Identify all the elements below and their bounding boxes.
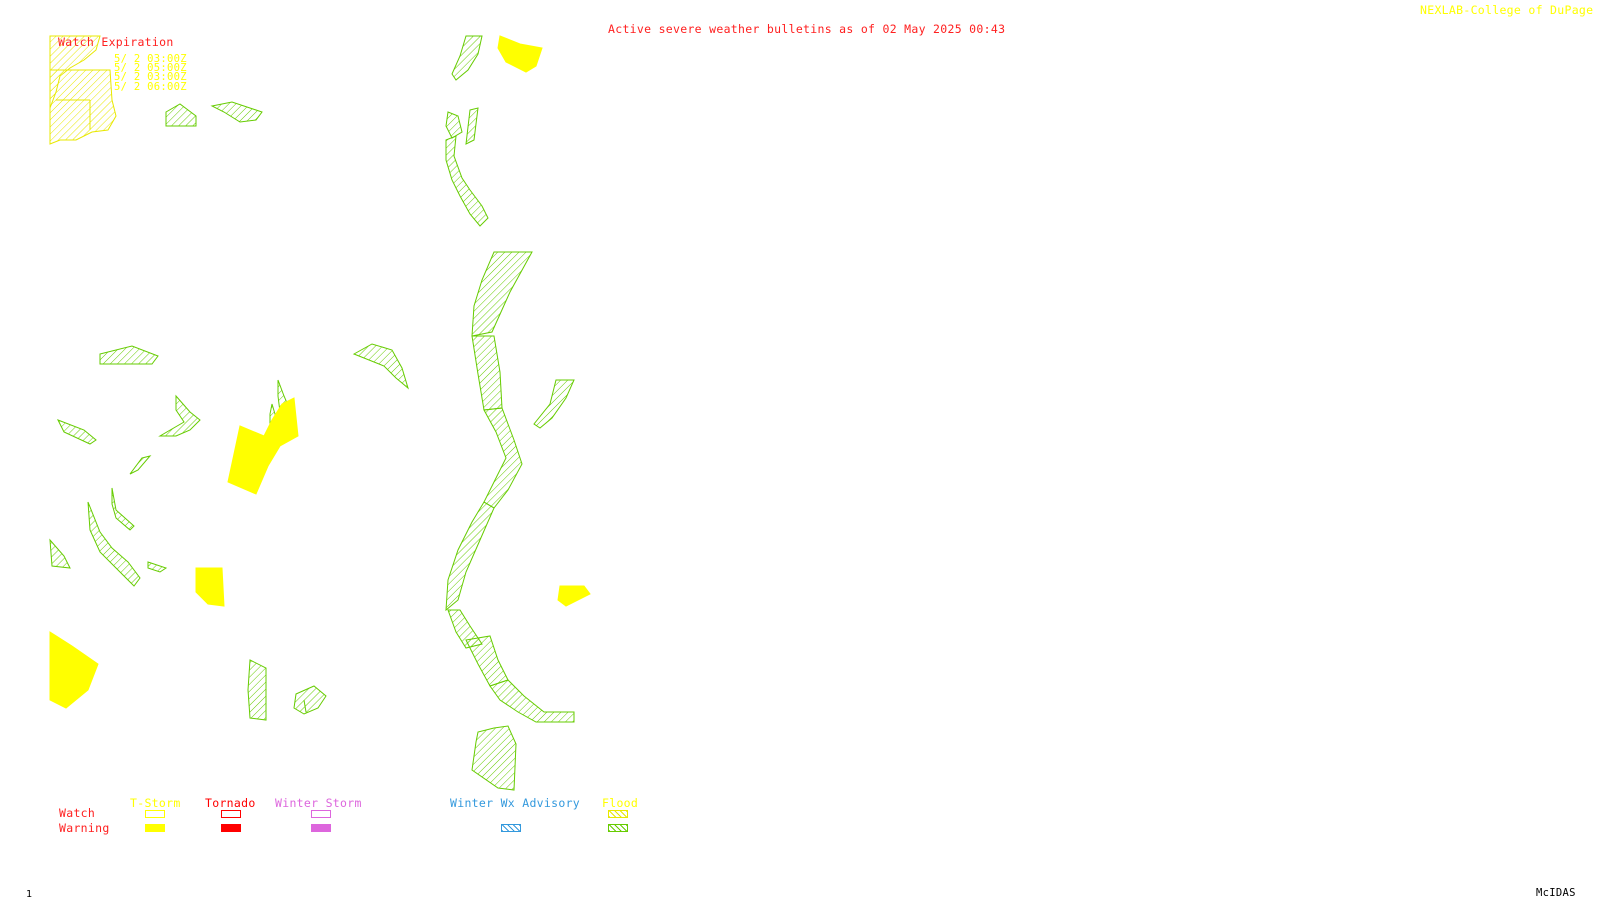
watch-expiration-time: 5/ 2 03:00Z [114,71,187,83]
tstorm-warning-polygon [195,567,225,607]
flood-warning-polygon [293,685,327,715]
tstorm-watch-swatch [145,810,165,818]
tornado-watch-swatch [221,810,241,818]
flood-warning-polygon [471,725,517,791]
tstorm-warning-swatch [145,824,165,832]
flood-warning-polygon [247,659,267,721]
legend-winter-storm-label: Winter Storm [275,796,362,810]
flood-warning-polygon [99,345,159,365]
tstorm-warning-polygon [557,585,591,607]
flood-warning-polygon [483,407,523,509]
flood-warning-polygon [471,251,533,337]
flood-warning-polygon [465,107,479,145]
flood-warning-polygon [451,35,483,81]
flood-warning-polygon [158,394,201,437]
watch-expiration-time: 5/ 2 03:00Z [114,53,187,65]
flood-warning-polygons [49,35,575,791]
tornado-warning-swatch [221,824,241,832]
flood-warning-polygon [445,111,463,139]
flood-warning-polygon [147,561,168,573]
winter-storm-watch-swatch [311,810,331,818]
flood-warning-polygon [111,487,135,531]
tstorm-warning-polygon [227,397,299,495]
flood-warning-polygon [165,103,197,127]
winter-storm-warning-swatch [311,824,331,832]
watch-expiration-time: 5/ 2 06:00Z [114,81,187,93]
watch-expiration-heading: Watch Expiration [58,35,174,49]
legend-tstorm-label: T-Storm [130,796,181,810]
page-title: Active severe weather bulletins as of 02… [608,22,1006,36]
flood-warning-polygon [56,419,97,445]
flood-warning-polygon [129,455,152,475]
flood-warning-polygon [533,379,575,429]
flood-warning-swatch [608,824,628,832]
frame-number: 1 [26,889,33,900]
flood-warning-polygon [49,538,71,569]
flood-warning-polygon [210,101,263,123]
credit-label: NEXLAB-College of DuPage R [1420,3,1600,17]
legend-tornado-label: Tornado [205,796,256,810]
watch-expiration-time: 5/ 2 05:00Z [114,62,187,74]
legend-watch-row-label: Watch [59,806,96,820]
flood-watch-area [49,35,117,145]
tstorm-warning-polygon [49,631,99,709]
flood-warning-polygon [465,635,509,687]
flood-warning-polygon [445,135,489,227]
flood-watch-swatch [608,810,628,818]
flood-warning-polygon [471,335,503,411]
tstorm-warning-polygon [497,35,543,73]
flood-warning-polygon [489,679,575,723]
software-label: McIDAS [1536,887,1576,899]
flood-warning-polygon [87,501,141,587]
winter-advisory-swatch [501,824,521,832]
legend-winter-advisory-label: Winter Wx Advisory [450,796,581,810]
legend-flood-label: Flood [602,796,639,810]
tstorm-warning-polygons [49,35,591,709]
flood-warning-polygon [445,501,495,612]
flood-warning-polygon [352,343,409,390]
legend-warning-row-label: Warning [59,821,110,835]
